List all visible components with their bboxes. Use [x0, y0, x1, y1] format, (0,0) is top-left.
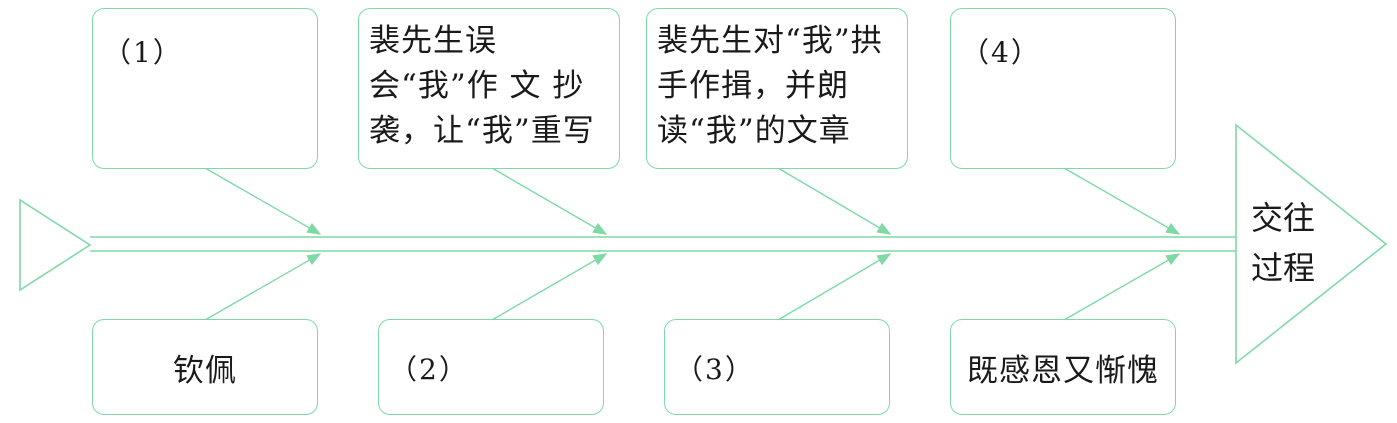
top-box-4: （4） — [950, 8, 1176, 169]
bottom-box-4: 既感恩又惭愧 — [950, 319, 1176, 415]
head-arrow — [1235, 123, 1388, 365]
top-box-1-text: （1） — [103, 36, 183, 69]
top-box-2-text: 裴先生误会“我”作 文 抄 袭，让“我”重写 — [369, 23, 595, 149]
top-box-2: 裴先生误会“我”作 文 抄 袭，让“我”重写 — [358, 8, 620, 169]
rib-bottom-4 — [1063, 253, 1181, 321]
tail-triangle — [19, 198, 92, 292]
bottom-box-2: （2） — [378, 319, 604, 415]
bottom-box-2-text: （2） — [389, 353, 469, 386]
arrow-head-label-line2: 过程 — [1250, 249, 1315, 287]
bottom-box-1-text: 钦佩 — [173, 352, 237, 389]
bottom-box-3: （3） — [664, 319, 890, 415]
bottom-box-1: 钦佩 — [92, 319, 318, 415]
arrow-head-label: 交往 过程 — [1243, 193, 1323, 293]
rib-top-2 — [491, 167, 608, 235]
top-box-1: （1） — [92, 8, 318, 169]
rib-bottom-2 — [491, 253, 608, 321]
top-box-4-text: （4） — [961, 36, 1041, 69]
rib-top-1 — [204, 167, 322, 235]
rib-bottom-1 — [204, 253, 322, 321]
rib-top-3 — [777, 167, 892, 235]
top-box-3: 裴先生对“我”拱手作揖，并朗读“我”的文章 — [646, 8, 908, 169]
bottom-box-3-text: （3） — [675, 353, 755, 386]
bottom-box-4-text: 既感恩又惭愧 — [967, 352, 1159, 389]
rib-bottom-3 — [777, 253, 892, 321]
rib-top-4 — [1063, 167, 1181, 235]
top-box-3-text: 裴先生对“我”拱手作揖，并朗读“我”的文章 — [657, 23, 883, 149]
arrow-head-label-line1: 交往 — [1250, 199, 1315, 237]
